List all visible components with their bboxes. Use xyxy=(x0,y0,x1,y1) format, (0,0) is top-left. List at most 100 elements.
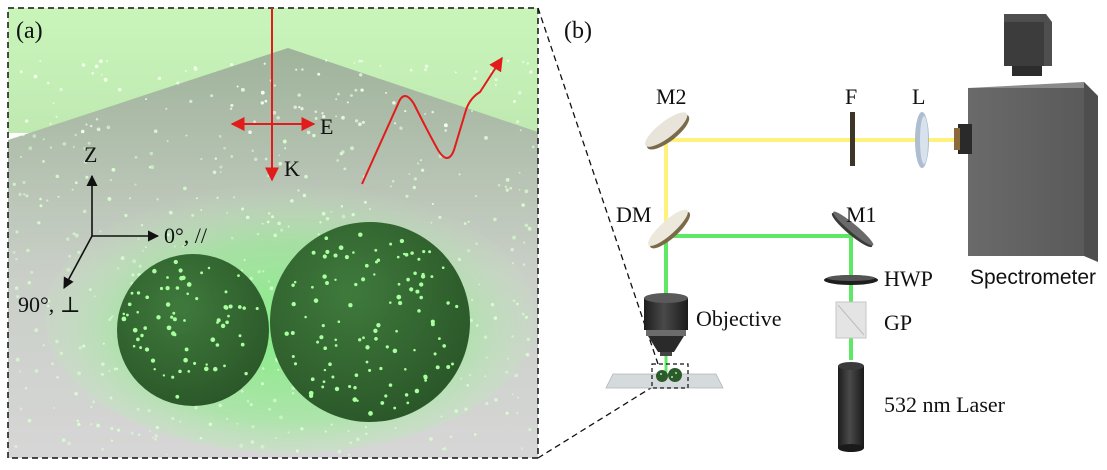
nanoparticle-dot xyxy=(312,133,316,138)
sphere-emitter-dot xyxy=(216,318,221,323)
nanoparticle-dot xyxy=(431,202,434,206)
nanoparticle-dot xyxy=(260,90,265,95)
nanoparticle-dot xyxy=(42,138,45,141)
sphere-emitter-dot xyxy=(430,275,434,279)
sphere-emitter-dot xyxy=(195,297,199,301)
nanoparticle-dot xyxy=(474,194,478,198)
nanoparticle-dot xyxy=(314,110,318,114)
nanoparticle-dot xyxy=(250,440,255,444)
nanoparticle-dot xyxy=(354,119,359,123)
sphere-emitter-dot xyxy=(145,295,150,300)
nanoparticle-dot xyxy=(95,117,99,121)
nanoparticle-dot xyxy=(469,318,473,323)
sphere-emitter-dot xyxy=(136,291,141,295)
nanoparticle-dot xyxy=(273,84,276,87)
nanoparticle-dot xyxy=(409,68,413,72)
nanoparticle-dot xyxy=(85,123,88,126)
sphere-emitter-dot xyxy=(205,363,208,366)
nanoparticle-dot xyxy=(424,64,429,69)
nanoparticle-dot xyxy=(405,194,409,198)
emitted-wave-arrow xyxy=(361,56,503,185)
nanoparticle-dot xyxy=(251,149,254,152)
nanoparticle-dot xyxy=(266,220,270,224)
sphere-emitter-dot xyxy=(415,289,420,294)
nanoparticle-dot xyxy=(12,182,16,186)
sphere-emitter-dot xyxy=(200,271,204,275)
sphere-emitter-dot xyxy=(334,338,337,342)
sphere-emitter-dot xyxy=(455,304,459,309)
nanoparticle-dot xyxy=(267,280,271,283)
sphere-emitter-dot xyxy=(139,346,143,350)
nanoparticle-dot xyxy=(93,295,96,298)
nanoparticle-dot xyxy=(233,196,236,199)
nanoparticle-dot xyxy=(230,155,234,158)
nanoparticle-dot xyxy=(504,185,508,189)
nanoparticle-dot xyxy=(527,226,532,231)
panel-b-label: (b) xyxy=(564,18,592,44)
sphere-emitter-dot xyxy=(159,286,164,291)
nanoparticle-dot xyxy=(269,286,274,291)
nanoparticle-dot xyxy=(517,396,519,399)
nanoparticle-dot xyxy=(80,129,85,134)
nanoparticle-dot xyxy=(287,431,290,434)
nanoparticle-dot xyxy=(74,233,79,238)
sphere-emitter-dot xyxy=(365,345,370,350)
nanoparticle-dot xyxy=(49,146,53,149)
nanoparticle-dot xyxy=(484,375,487,378)
objective-label: Objective xyxy=(696,306,782,331)
nanoparticle-dot xyxy=(531,145,535,149)
nanoparticle-dot xyxy=(431,110,434,114)
nanoparticle-dot xyxy=(219,165,223,169)
nanoparticle-dot xyxy=(379,64,382,67)
nanoparticle-dot xyxy=(351,212,355,217)
sphere-emitter-dot xyxy=(406,277,410,282)
sphere-emitter-dot xyxy=(404,252,409,257)
sphere-emitter-dot xyxy=(435,365,440,370)
sphere-emitter-dot xyxy=(132,327,138,333)
nanoparticle-dot xyxy=(132,259,137,264)
nanoparticle-dot xyxy=(505,411,509,415)
sphere-emitter-dot xyxy=(334,344,338,347)
nanoparticle-dot xyxy=(463,222,467,225)
sphere-emitter-dot xyxy=(322,274,327,279)
nanoparticle-dot xyxy=(301,68,304,71)
nanoparticle-dot xyxy=(408,173,411,175)
nanoparticle-dot xyxy=(19,155,23,158)
sphere-emitter-dot xyxy=(374,336,378,341)
nanoparticle-dot xyxy=(276,116,280,120)
nanoparticle-dot xyxy=(49,122,52,125)
nanoparticle-dot xyxy=(74,392,78,396)
nanoparticle-dot xyxy=(282,139,287,144)
nanoparticle-dot xyxy=(171,416,175,421)
nanoparticle-dot xyxy=(218,403,222,408)
nanoparticle-dot xyxy=(419,159,423,162)
sphere-emitter-dot xyxy=(324,236,329,241)
nanoparticle-dot xyxy=(137,238,140,240)
nanoparticle-dot xyxy=(525,352,530,357)
nanoparticle-dot xyxy=(360,88,364,92)
sphere-emitter-dot xyxy=(404,393,409,397)
sphere-emitter-dot xyxy=(354,373,359,377)
half-wave-plate-face xyxy=(827,275,875,281)
nanoparticle-dot xyxy=(511,393,514,396)
objective-lens xyxy=(644,293,688,356)
sphere-emitter-dot xyxy=(451,362,454,366)
sphere-emitter-dot xyxy=(414,388,420,394)
nanoparticle-dot xyxy=(65,237,70,241)
sphere-emitter-dot xyxy=(311,285,314,289)
sphere-emitter-dot xyxy=(213,366,218,372)
spectrometer-label: Spectrometer xyxy=(970,266,1096,289)
sphere-emitter-dot xyxy=(441,266,445,270)
nanoparticle-dot xyxy=(240,87,245,92)
nanoparticle-dot xyxy=(195,197,198,200)
sphere-emitter-dot xyxy=(308,390,314,396)
nanoparticle-dot xyxy=(74,133,77,137)
nanoparticle-dot xyxy=(444,129,447,132)
nanoparticle-dot xyxy=(471,298,474,302)
nanoparticle-dot xyxy=(264,157,268,161)
nanoparticle-dot xyxy=(347,430,350,432)
nanoparticle-dot xyxy=(83,147,87,150)
nanoparticle-dot xyxy=(155,425,159,430)
nanoparticle-dot xyxy=(249,403,253,407)
nanoparticle-dot xyxy=(200,209,203,212)
